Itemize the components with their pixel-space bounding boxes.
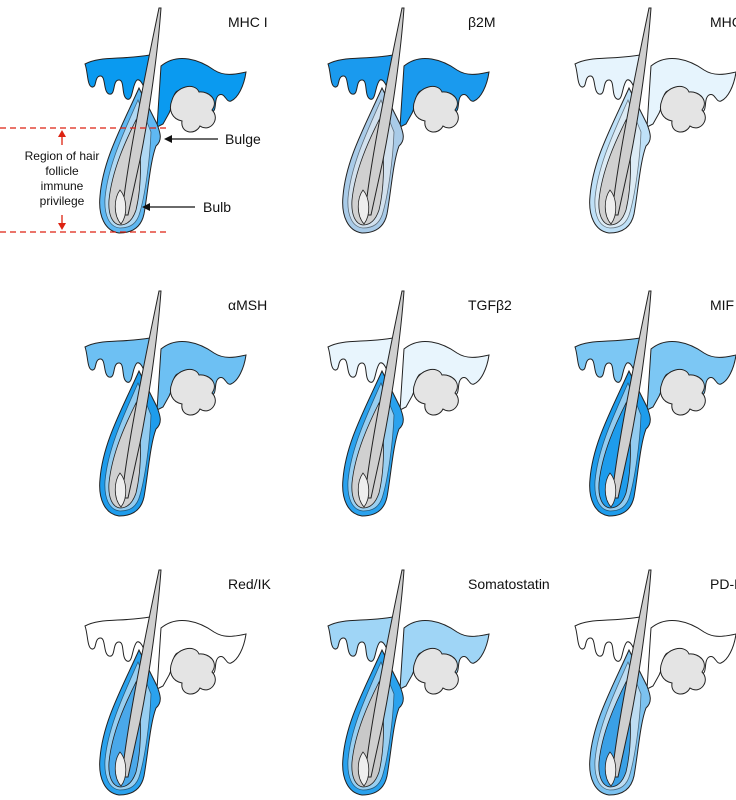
follicle-panel: β2M [327,7,496,234]
hair-follicle [327,7,490,234]
hair-follicle [84,569,247,796]
hair-follicle [84,290,247,517]
hair-follicle [327,290,490,517]
panel-title: TGFβ2 [468,297,512,313]
bulge-label: Bulge [225,131,261,147]
panel-title: MIF [710,297,734,313]
region-label-1: Region of hair [25,149,100,163]
follicle-panel: PD-L1 [574,569,736,796]
hair-follicle [574,569,736,796]
panel-title: αMSH [228,297,267,313]
follicle-panel: MHC I [84,7,268,234]
panel-title: Somatostatin [468,576,550,592]
follicle-panel: Red/IK [84,569,271,796]
immune-privilege-annotation: Region of hair follicle immune privilege… [0,127,261,233]
follicle-panel: Somatostatin [327,569,550,796]
follicle-panel: αMSH [84,290,267,517]
follicle-panel: MHC II [574,7,736,234]
region-label-2: follicle [45,164,79,178]
hair-follicle [574,7,736,234]
hair-follicle [574,290,736,517]
panel-title: PD-L1 [710,576,736,592]
region-label-4: privilege [40,194,85,208]
region-label-3: immune [41,179,84,193]
panel-title: β2M [468,14,496,30]
hair-follicle [327,569,490,796]
panel-title: MHC I [228,14,268,30]
follicle-panel: TGFβ2 [327,290,512,517]
panel-title: Red/IK [228,576,271,592]
bulb-label: Bulb [203,199,231,215]
panel-title: MHC II [710,14,736,30]
follicle-panel: MIF [574,290,736,517]
hair-follicle [84,7,247,234]
